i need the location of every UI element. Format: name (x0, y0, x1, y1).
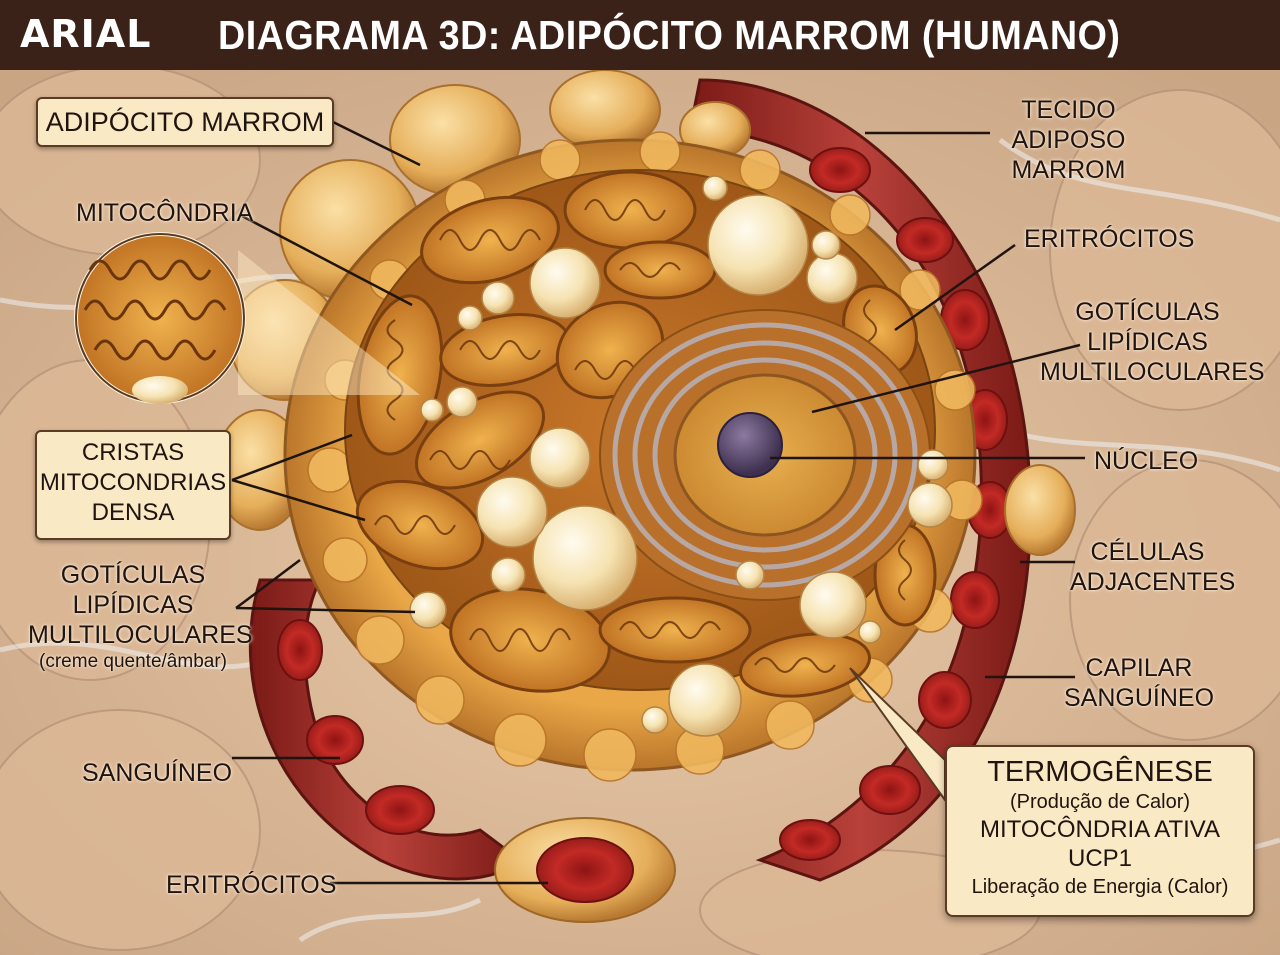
label-mitocondria: MITOCÔNDRIA (76, 199, 254, 227)
callout-line4: Liberação de Energia (Calor) (971, 876, 1229, 898)
label-goticulas-left-line2: LIPÍDICAS (72, 591, 194, 619)
label-goticulas-left: GOTÍCULAS LIPÍDICAS MULTILOCULARES (crem… (28, 560, 253, 674)
page-title: DIAGRAMA 3D: ADIPÓCITO MARROM (HUMANO) (218, 12, 1121, 58)
label-cristas-line3: DENSA (91, 499, 175, 526)
label-goticulas-left-line3: MULTILOCULARES (28, 621, 253, 649)
label-celulas-line2: ADJACENTES (1070, 568, 1236, 596)
label-goticulas-left-note: (creme quente/âmbar) (39, 651, 227, 672)
label-capilar: CAPILAR SANGUÍNEO (1064, 653, 1214, 713)
callout-title: TERMOGÊNESE (987, 756, 1213, 788)
label-sanguineo-left: SANGUÍNEO (82, 759, 233, 787)
label-capilar-line1: CAPILAR (1085, 654, 1193, 682)
label-cristas: CRISTAS MITOCONDRIAS DENSA (35, 430, 231, 540)
label-adipocito-marrom-text: ADIPÓCITO MARROM (45, 107, 325, 137)
label-goticulas-left-line1: GOTÍCULAS (60, 561, 206, 589)
label-tecido-line1: TECIDO (1021, 96, 1116, 124)
label-adipocito-marrom: ADIPÓCITO MARROM (36, 97, 334, 147)
callout-line1: (Produção de Calor) (1009, 791, 1191, 813)
label-eritrocitos-right: ERITRÓCITOS (1024, 225, 1195, 253)
label-capilar-line2: SANGUÍNEO (1064, 684, 1215, 712)
header-bar: ARIAL DIAGRAMA 3D: ADIPÓCITO MARROM (HUM… (0, 0, 1280, 70)
thermogenesis-callout: TERMOGÊNESE (Produção de Calor) MITOCÔND… (945, 745, 1255, 917)
label-celulas-line1: CÉLULAS (1090, 538, 1205, 566)
label-cristas-line2: MITOCONDRIAS (39, 469, 227, 496)
label-tecido: TECIDO ADIPOSO MARROM (996, 95, 1141, 185)
label-goticulas-right: GOTÍCULAS LIPÍDICAS MULTILOCULARES (1040, 297, 1265, 387)
label-cristas-line1: CRISTAS (81, 439, 185, 466)
label-eritrocitos-bottom: ERITRÓCITOS (166, 871, 337, 899)
label-goticulas-right-line2: LIPÍDICAS (1087, 328, 1208, 356)
callout-line3: UCP1 (1067, 845, 1133, 872)
label-tecido-line3: MARROM (1011, 156, 1126, 184)
logo: ARIAL (20, 12, 152, 56)
label-goticulas-right-line1: GOTÍCULAS (1075, 298, 1220, 326)
label-tecido-line2: ADIPOSO (1011, 126, 1126, 154)
label-goticulas-right-line3: MULTILOCULARES (1040, 358, 1265, 386)
callout-line2: MITOCÔNDRIA ATIVA (979, 816, 1221, 843)
label-nucleo: NÚCLEO (1094, 447, 1199, 475)
label-celulas: CÉLULAS ADJACENTES (1070, 537, 1236, 597)
